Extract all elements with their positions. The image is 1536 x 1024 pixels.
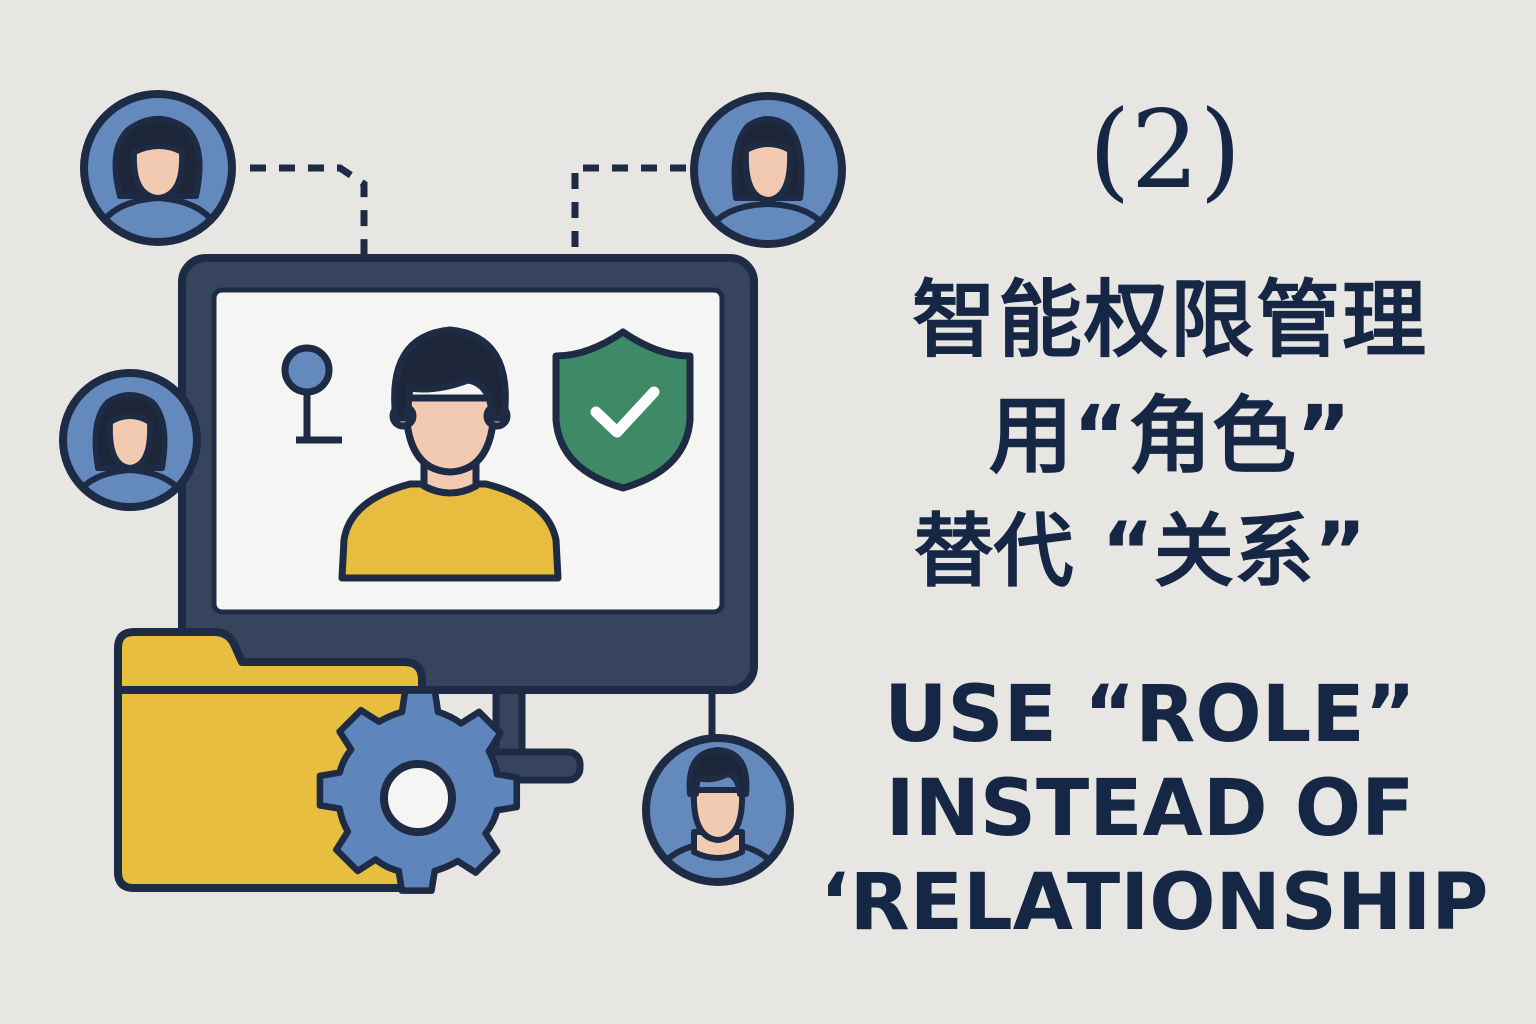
person-face [402, 394, 498, 476]
connector-top-left [250, 164, 368, 262]
title-chinese-line-2: 用“角色” [988, 387, 1352, 485]
title-chinese-line-1: 智能权限管理 [911, 271, 1428, 369]
connector-top-right [571, 164, 686, 262]
user-avatar-icon [59, 369, 201, 511]
user-avatar-icon [642, 734, 794, 886]
title-english-line-2: INSTEAD OF [885, 764, 1415, 854]
user-avatar-icon [690, 92, 846, 248]
person-shirt [338, 480, 562, 582]
section-number: (2) [1088, 88, 1242, 213]
gear-icon [316, 687, 521, 894]
user-avatar-icon [80, 90, 236, 246]
person-icon [338, 326, 562, 582]
title-english-line-1: USE “ROLE” [884, 670, 1416, 760]
shield-check-icon [552, 328, 694, 492]
pin-icon [281, 344, 342, 444]
title-chinese-line-3: 替代 “关系” [913, 505, 1367, 598]
person-hair [391, 326, 509, 422]
title-english-line-3: ‘RELATIONSHIP [820, 858, 1489, 948]
title-chinese: 智能权限管理 用“角色” 替代 “关系” [860, 262, 1480, 610]
title-english: USE “ROLE” INSTEAD OF ‘RELATIONSHIP [820, 668, 1489, 950]
